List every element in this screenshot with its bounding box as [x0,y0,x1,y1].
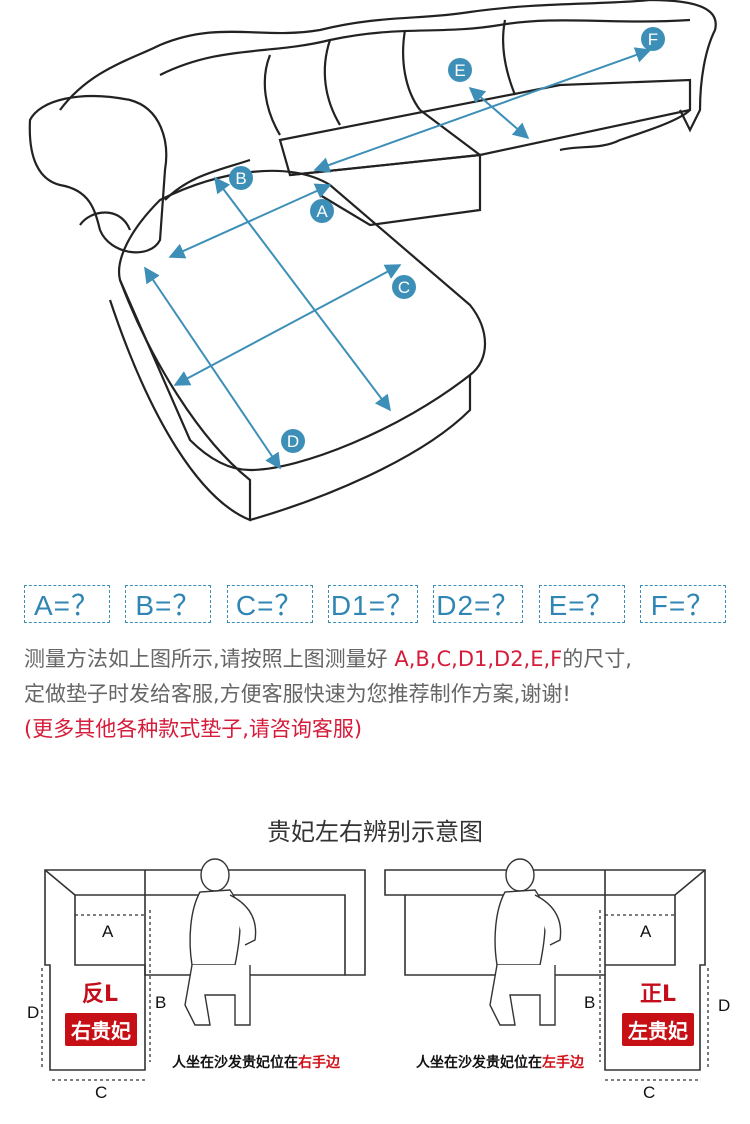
measure-box-a: A=？ [24,585,110,623]
measure-box-d1: D1=？ [327,585,418,623]
point-markers: A B C D E F [229,27,665,453]
left-dim-c: C [95,1083,108,1102]
measure-box-c: C=？ [226,585,313,623]
sofa-outline [28,0,717,522]
instruction-suffix: 的尺寸, [562,647,632,671]
measure-box-b: B=？ [125,585,212,623]
measure-box-d2: D2=？ [433,585,524,623]
marker-d: D [287,432,299,451]
left-type-label: 反L [82,982,119,1007]
measurement-boxes: A=？ B=？ C=？ D1=？ D2=？ E=？ F=？ [24,585,726,625]
left-caption: 人坐在沙发贵妃位在右手边 [172,1052,340,1072]
left-dim-b: B [155,993,167,1012]
instruction-line-1: 测量方法如上图所示,请按照上图测量好 A,B,C,D1,D2,E,F的尺寸, [24,642,734,677]
diagram-title: 贵妃左右辨别示意图 [267,818,483,846]
left-dim-a: A [102,922,114,941]
right-dim-a: A [640,922,652,941]
marker-c: C [398,278,410,297]
marker-f: F [648,30,658,49]
left-badge: 右贵妃 [65,1013,137,1046]
right-dim-c: C [643,1083,656,1102]
right-caption-highlight: 左手边 [542,1055,584,1071]
left-caption-prefix: 人坐在沙发贵妃位在 [172,1055,298,1071]
measure-box-f: F=？ [639,585,726,623]
instruction-line-3: (更多其他各种款式垫子,请咨询客服) [24,717,363,741]
right-caption-prefix: 人坐在沙发贵妃位在 [416,1055,542,1071]
sitting-person-right [489,858,562,1026]
sofa-measurement-illustration: A B C D E F [28,0,717,522]
left-dim-d: D [27,1003,40,1022]
instructions: 测量方法如上图所示,请按照上图测量好 A,B,C,D1,D2,E,F的尺寸, 定… [24,642,734,747]
sitting-person-left [184,858,257,1026]
marker-b: B [235,169,246,188]
right-badge: 左贵妃 [622,1013,694,1046]
left-caption-highlight: 右手边 [298,1055,340,1071]
marker-e: E [454,61,465,80]
chaise-diagrams [41,858,709,1081]
instruction-line-2: 定做垫子时发给客服,方便客服快速为您推荐制作方案,谢谢! [24,682,571,706]
right-caption: 人坐在沙发贵妃位在左手边 [416,1052,584,1072]
instruction-prefix: 测量方法如上图所示,请按照上图测量好 [24,647,395,671]
marker-a: A [316,202,328,221]
measure-box-e: E=？ [538,585,625,623]
right-dim-d: D [718,996,731,1015]
right-type-label: 正L [640,982,677,1007]
measurement-lines [144,47,652,470]
right-dim-b: B [584,993,596,1012]
instruction-highlight: A,B,C,D1,D2,E,F [394,647,563,671]
